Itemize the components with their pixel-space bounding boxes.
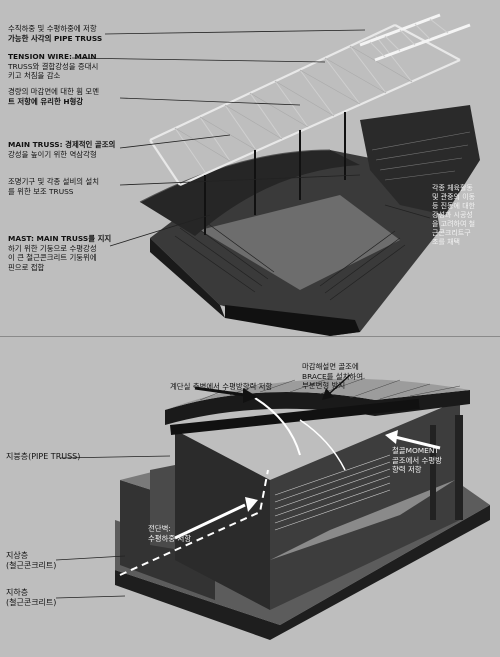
mast-note-line: 하기 위한 기둥으로 수평강성 <box>8 243 97 253</box>
rc-frame-note-line: 강성과 시공성 <box>432 211 473 219</box>
rc-frame-note-line: 각종 체육활동 <box>432 184 473 192</box>
basement-label: 지하층 (철근콘크리트) <box>6 588 56 607</box>
roof-truss-band <box>170 398 420 435</box>
roof-canopy <box>140 150 360 236</box>
tension-wire-note: TENSION WIRE: MAIN TRUSS와 결합강성을 증대시 키고 처… <box>8 52 98 81</box>
shear-wall <box>150 465 180 550</box>
mast-note-line: 핀으로 접합 <box>8 262 45 272</box>
tension-wire-note-line: 키고 처짐을 감소 <box>8 71 61 81</box>
rc-frame-note-line: 근콘크리트구 <box>432 229 471 237</box>
sub-truss-note: 조명기구 및 각종 설비의 설치 를 위한 보조 TRUSS <box>8 177 99 196</box>
brace-curve-2 <box>299 419 346 471</box>
arena-base-side <box>150 238 225 318</box>
truss-ribs <box>174 34 413 173</box>
roof-floor-label-line: 지붕층(PIPE TRUSS) <box>6 452 81 461</box>
main-truss-frame <box>149 24 461 187</box>
roof-edge <box>165 390 470 425</box>
roof-truss-illustration <box>71 13 480 336</box>
moment-note-line: 골조에서 수평방 <box>392 455 442 465</box>
h-beam-note-line: 경량의 마감면에 대한 휨 모멘 <box>8 87 99 96</box>
tension-wire-note-line: TENSION WIRE: MAIN <box>8 52 97 61</box>
facade-right <box>360 105 480 215</box>
arena-floor <box>200 195 400 290</box>
pipe-truss-note: 수직하중 및 수평하중에 저항 가능한 사각의 PIPE TRUSS <box>8 24 102 43</box>
main-truss-note-line: 강성을 높이기 위한 역삼각형 <box>8 149 97 159</box>
mast-note: MAST: MAIN TRUSS를 지지 하기 위한 기둥으로 수평강성 이 큰… <box>8 234 111 272</box>
moment-note-line: 철골MOMENT <box>392 446 439 455</box>
stair-lateral-note: 계단실 측벽에서 수평방향력 저항 <box>170 382 272 392</box>
brace-note-line: 마감해설면 골조에 <box>302 362 359 371</box>
grandstand <box>274 454 391 531</box>
h-beam-note-line: 트 저항에 유리한 H형강 <box>8 96 84 106</box>
basement-label-line: 지하층 <box>6 588 29 597</box>
hall-columns <box>430 415 463 520</box>
roof-floor-label: 지붕층(PIPE TRUSS) <box>6 452 80 462</box>
section-cut-illustration <box>55 374 490 640</box>
lateral-force-arrows <box>174 374 441 540</box>
stair-lateral-note-line: 계단실 측벽에서 수평방향력 저항 <box>170 382 273 391</box>
above-ground-label-line: 지상층 <box>6 551 29 560</box>
mast-note-line: 이 큰 철근콘크리트 기둥위에 <box>8 253 97 263</box>
roof-ribs <box>199 377 461 401</box>
ground-slab <box>115 505 490 640</box>
hall-floor <box>270 480 455 560</box>
section-dash-line <box>119 469 269 576</box>
moment-note-line: 향력 저항 <box>392 465 422 475</box>
rc-frame-note-line: 등 진동에 대한 <box>432 202 476 210</box>
sub-truss-note-line: 를 위한 보조 TRUSS <box>8 186 74 196</box>
mast-note-line: MAST: MAIN TRUSS를 지지 <box>8 234 112 243</box>
shear-wall-note-line: 전단벽: <box>148 524 171 533</box>
brace-note-line: 부분변형 방지 <box>302 381 346 391</box>
roof-surface <box>165 378 470 410</box>
section-divider <box>0 336 500 337</box>
brace-curve <box>254 397 301 456</box>
masts <box>204 112 346 235</box>
rc-frame-note: 각종 체육활동 및 관중의 이동 등 진동에 대한 강성과 시공성 을 고려하여… <box>432 184 475 247</box>
rc-frame-note-line: 조를 채택 <box>432 238 460 246</box>
pipe-truss <box>359 13 471 62</box>
pipe-truss-note-line: 가능한 사각의 PIPE TRUSS <box>8 33 103 43</box>
tension-wire-note-line: TRUSS와 결합강성을 증대시 <box>8 61 99 71</box>
pipe-truss-web <box>369 18 449 58</box>
pipe-truss-note-line: 수직하중 및 수평하중에 저항 <box>8 24 97 33</box>
main-truss-note: MAIN TRUSS: 경제적인 골조의 강성을 높이기 위한 역삼각형 <box>8 140 115 159</box>
brace-note: 마감해설면 골조에 BRACE를 설치하여 부분변형 방지 <box>302 362 363 391</box>
rc-frame-note-line: 을 고려하여 철 <box>432 220 476 228</box>
canopy-edge <box>139 149 331 203</box>
seating-tiers <box>174 211 406 301</box>
above-ground-label: 지상층 (철근콘크리트) <box>6 551 56 570</box>
shear-wall-note-line: 수평하중 저항 <box>148 533 192 543</box>
truss-diagonals <box>174 45 413 162</box>
facade-lines <box>371 131 471 181</box>
top-leader-lines <box>71 29 431 247</box>
hall-back-wall <box>270 400 460 610</box>
arena-base-front <box>225 305 360 336</box>
brace-note-line: BRACE를 설치하여 <box>302 371 364 381</box>
sub-truss-note-line: 조명기구 및 각종 설비의 설치 <box>8 177 99 186</box>
moment-note: 철골MOMENT 골조에서 수평방 향력 저항 <box>392 446 442 475</box>
hall-left-wall <box>175 430 270 610</box>
basement-label-line: (철근콘크리트) <box>6 597 57 607</box>
main-truss-note-line: MAIN TRUSS: 경제적인 골조의 <box>8 140 116 149</box>
shear-wall-note: 전단벽: 수평하중 저항 <box>148 524 191 543</box>
above-ground-label-line: (철근콘크리트) <box>6 560 57 570</box>
h-beam-note: 경량의 마감면에 대한 휨 모멘 트 저항에 유리한 H형강 <box>8 87 99 106</box>
bottom-leader-lines <box>55 455 171 599</box>
rc-frame-note-line: 및 관중의 이동 <box>432 193 476 201</box>
